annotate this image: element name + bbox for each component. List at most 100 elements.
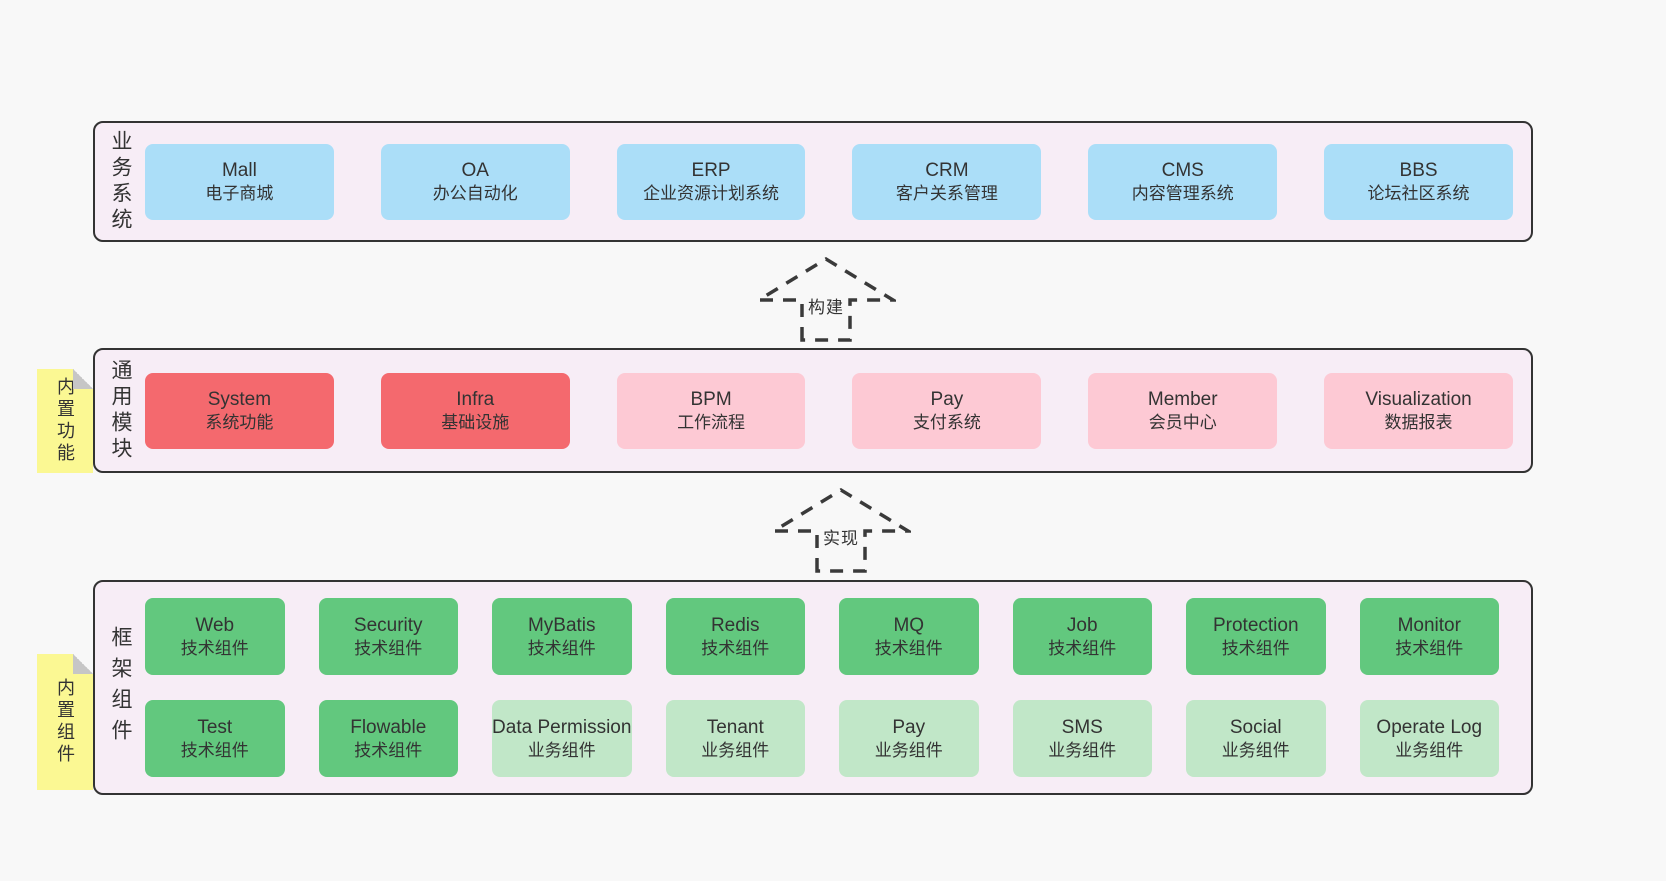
box-desc: 业务组件: [701, 740, 770, 760]
box-name: Job: [1066, 614, 1098, 636]
box-mq: MQ 技术组件: [839, 598, 979, 675]
box-tenant: Tenant 业务组件: [665, 700, 805, 777]
band-label-wrap: 业务系统: [95, 123, 145, 240]
box-desc: 办公自动化: [432, 183, 518, 203]
framework-row-1: Web 技术组件 Security 技术组件 MyBatis 技术组件 Redi…: [145, 598, 1499, 675]
box-name: ERP: [691, 159, 731, 181]
box-name: Protection: [1212, 614, 1299, 636]
band-framework-components: 框架组件 Web 技术组件 Security 技术组件 MyBatis 技术组件…: [93, 580, 1533, 795]
box-cms: CMS 内容管理系统: [1088, 143, 1278, 220]
box-pay-module: Pay 支付系统: [852, 372, 1042, 449]
dashed-up-arrow-icon: [771, 487, 911, 573]
box-desc: 技术组件: [354, 638, 423, 658]
box-protection: Protection 技术组件: [1186, 598, 1326, 675]
box-desc: 业务组件: [874, 740, 943, 760]
box-bpm: BPM 工作流程: [616, 372, 806, 449]
box-desc: 客户关系管理: [895, 183, 998, 203]
box-mall: Mall 电子商城: [145, 143, 334, 220]
band-modules-label: 通用模块: [109, 358, 132, 463]
box-name: BBS: [1399, 159, 1438, 181]
business-boxes: Mall 电子商城 OA 办公自动化 ERP 企业资源计划系统 CRM 客户关系…: [145, 123, 1531, 240]
framework-row-2: Test 技术组件 Flowable 技术组件 Data Permission …: [145, 700, 1499, 777]
box-desc: 技术组件: [1048, 638, 1117, 658]
band-business-systems: 业务系统 Mall 电子商城 OA 办公自动化 ERP 企业资源计划系统 CRM…: [93, 121, 1533, 242]
box-bbs: BBS 论坛社区系统: [1324, 143, 1513, 220]
box-mybatis: MyBatis 技术组件: [492, 598, 632, 675]
box-monitor: Monitor 技术组件: [1359, 598, 1499, 675]
box-desc: 技术组件: [180, 740, 249, 760]
implement-arrow-label: 实现: [820, 524, 862, 549]
box-name: Tenant: [706, 716, 764, 738]
note-text: 内置组件: [55, 678, 75, 766]
box-redis: Redis 技术组件: [665, 598, 805, 675]
box-flowable: Flowable 技术组件: [318, 700, 458, 777]
box-oa: OA 办公自动化: [380, 143, 570, 220]
box-name: Pay: [892, 716, 926, 738]
box-desc: 论坛社区系统: [1367, 183, 1470, 203]
box-desc: 技术组件: [180, 638, 249, 658]
framework-boxes: Web 技术组件 Security 技术组件 MyBatis 技术组件 Redi…: [145, 582, 1531, 793]
box-name: Web: [195, 614, 235, 636]
box-desc: 技术组件: [354, 740, 423, 760]
note-fold-corner-icon: [73, 654, 93, 674]
build-arrow-label: 构建: [805, 293, 847, 318]
box-system: System 系统功能: [145, 372, 334, 449]
box-desc: 基础设施: [441, 412, 510, 432]
band-framework-label: 框架组件: [109, 625, 132, 750]
box-name: Test: [197, 716, 233, 738]
box-name: Visualization: [1365, 388, 1472, 410]
band-business-label: 业务系统: [109, 129, 132, 234]
box-name: CRM: [925, 159, 969, 181]
box-crm: CRM 客户关系管理: [852, 143, 1042, 220]
box-operate-log: Operate Log 业务组件: [1359, 700, 1499, 777]
box-desc: 技术组件: [874, 638, 943, 658]
box-visualization: Visualization 数据报表: [1324, 372, 1513, 449]
band-common-modules: 通用模块 System 系统功能 Infra 基础设施 BPM 工作流程 Pay…: [93, 348, 1533, 473]
module-boxes: System 系统功能 Infra 基础设施 BPM 工作流程 Pay 支付系统…: [145, 350, 1531, 471]
box-desc: 会员中心: [1148, 412, 1217, 432]
box-name: SMS: [1061, 716, 1103, 738]
box-name: BPM: [690, 388, 732, 410]
band-label-wrap: 框架组件: [95, 582, 145, 793]
box-name: Monitor: [1397, 614, 1461, 636]
box-desc: 业务组件: [527, 740, 596, 760]
box-desc: 工作流程: [677, 412, 746, 432]
box-desc: 企业资源计划系统: [643, 183, 780, 203]
box-name: Mall: [221, 159, 257, 181]
box-desc: 技术组件: [527, 638, 596, 658]
box-infra: Infra 基础设施: [380, 372, 570, 449]
band-label-wrap: 通用模块: [95, 350, 145, 471]
implement-arrow: 实现: [771, 487, 911, 573]
box-name: Data Permission: [492, 716, 632, 738]
box-desc: 电子商城: [205, 183, 274, 203]
box-desc: 技术组件: [1395, 638, 1464, 658]
box-name: Infra: [456, 388, 495, 410]
box-desc: 技术组件: [1221, 638, 1290, 658]
box-data-permission: Data Permission 业务组件: [492, 700, 632, 777]
box-name: MyBatis: [527, 614, 596, 636]
box-name: Security: [353, 614, 423, 636]
box-desc: 系统功能: [205, 412, 274, 432]
box-social: Social 业务组件: [1186, 700, 1326, 777]
box-name: Operate Log: [1376, 716, 1483, 738]
box-desc: 内容管理系统: [1131, 183, 1234, 203]
box-job: Job 技术组件: [1012, 598, 1152, 675]
box-name: Pay: [930, 388, 964, 410]
box-name: CMS: [1161, 159, 1204, 181]
box-desc: 业务组件: [1048, 740, 1117, 760]
box-name: Redis: [710, 614, 760, 636]
sticky-note-builtin-features: 内置功能: [37, 369, 93, 473]
sticky-note-builtin-components: 内置组件: [37, 654, 93, 790]
box-member: Member 会员中心: [1088, 372, 1278, 449]
note-fold-corner-icon: [73, 369, 93, 389]
box-name: Flowable: [350, 716, 427, 738]
box-desc: 支付系统: [912, 412, 981, 432]
dashed-up-arrow-icon: [756, 256, 896, 342]
box-sms: SMS 业务组件: [1012, 700, 1152, 777]
box-web: Web 技术组件: [145, 598, 285, 675]
box-name: Member: [1147, 388, 1218, 410]
box-name: Social: [1229, 716, 1282, 738]
box-desc: 业务组件: [1395, 740, 1464, 760]
box-desc: 数据报表: [1384, 412, 1453, 432]
